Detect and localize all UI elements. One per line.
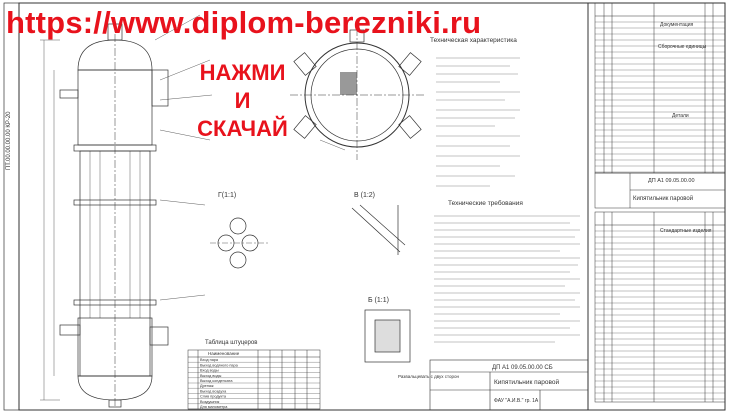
view-g-tubes [210,217,268,269]
spec-name: Кипятильник паровой [633,195,693,202]
tech-characteristics-lines [436,57,520,187]
nozzle-name: Для манометра [200,405,228,409]
watermark-cta[interactable]: НАЖМИ И СКАЧАЙ [180,62,305,140]
leader-lines [154,14,213,301]
spec-title-assemblies: Сборочные единицы [658,44,707,50]
nozzle-table-title: Таблица штуцеров [205,340,257,346]
tech-requirements-title: Технические требования [448,199,523,207]
nozzle-name: Выход конденсата [200,379,233,383]
view-v-detail [351,204,406,255]
spec-title-documentation: Документация [660,22,694,28]
spec-doc: ДП А1 09.05.00.00 [648,178,695,184]
nozzle-table-header: Наименование [208,351,240,356]
tech-requirements-lines [434,215,580,343]
nozzle-name: Выход воды [200,374,222,378]
title-block-doc: ДП А1 09.05.00.00 СБ [492,365,553,371]
nozzle-name: Вход пара [200,358,219,362]
spec-title-standard: Стандартные изделия [660,228,712,234]
view-g-label: Г(1:1) [218,192,236,199]
cta-line-1: НАЖМИ [199,60,286,85]
section-view [290,28,424,160]
nozzle-name: Воздушник [200,400,220,404]
spec-sheet [594,2,726,403]
nozzle-name: Выход воздуха [200,389,227,393]
left-stamp [3,2,20,411]
stamp-number: ПТ.00.00.00.00 КР-20 [6,111,12,170]
title-block-name: Кипятильник паровой [494,378,559,386]
nozzle-name: Выход водяного пара [200,363,239,367]
view-v-label: В (1:2) [354,192,375,199]
nozzle-name: Вход воды [200,369,219,373]
vessel [40,20,169,408]
view-b-detail [364,309,411,363]
spec-title-parts: Детали [672,113,689,119]
title-block [429,359,589,411]
cta-line-2: И [234,88,251,113]
spec-rows [595,21,725,400]
nozzle-name: Слив продукта [200,395,227,399]
watermark-url[interactable]: https://www.diplom-berezniki.ru [6,5,482,40]
nozzle-name: Дренаж [200,384,214,388]
rolling-note: Развальцевать с двух сторон [398,374,460,379]
cta-line-3: СКАЧАЙ [197,116,288,141]
title-block-org: ФАУ "А.И.В." гр. 1А [494,398,539,404]
view-b-label: Б (1:1) [368,297,389,304]
tech-characteristics-title: Техническая характеристика [430,37,517,44]
